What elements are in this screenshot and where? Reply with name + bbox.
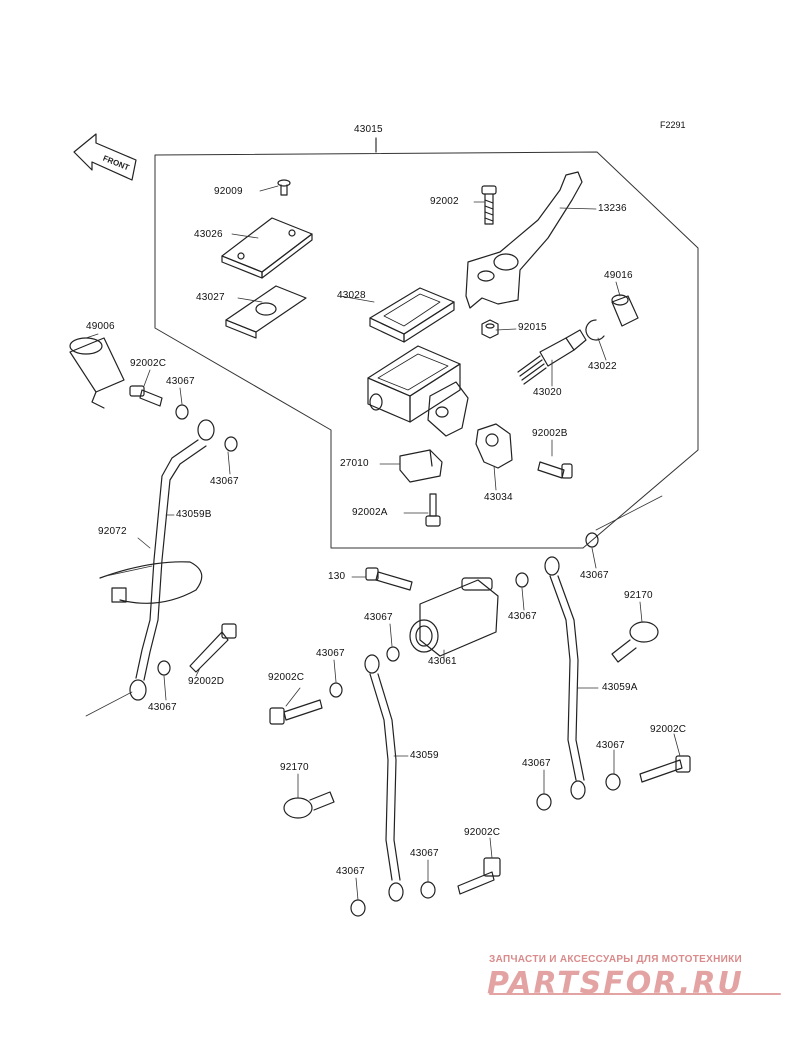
label-43067-f: 43067 xyxy=(316,648,345,659)
label-43059B: 43059B xyxy=(176,509,212,520)
label-92170-lower: 92170 xyxy=(280,762,309,773)
label-43067-c: 43067 xyxy=(580,570,609,581)
assembly-43015-frame xyxy=(154,151,699,549)
part-43067-washer-c xyxy=(157,660,171,676)
label-43026: 43026 xyxy=(194,229,223,240)
part-49006-cover xyxy=(69,337,125,409)
part-49016-boot xyxy=(611,294,639,327)
watermark-tagline: ЗАПЧАСТИ И АКСЕССУАРЫ ДЛЯ МОТОТЕХНИКИ xyxy=(489,954,742,965)
label-92002C-right: 92002C xyxy=(650,724,687,735)
label-43067-d: 43067 xyxy=(364,612,393,623)
part-43059A-hose xyxy=(544,556,586,800)
label-92002C-bottom: 92002C xyxy=(464,827,501,838)
label-43020: 43020 xyxy=(533,387,562,398)
part-130-bolt xyxy=(365,567,413,591)
part-43067-washer-i xyxy=(329,682,343,698)
part-43067-washer-a xyxy=(175,404,189,420)
part-92002D-bolt xyxy=(189,623,237,673)
part-43061-caliper xyxy=(409,577,499,657)
part-43067-washer-d xyxy=(515,572,529,588)
label-43067-g: 43067 xyxy=(148,702,177,713)
label-130: 130 xyxy=(328,571,346,582)
label-43067-a: 43067 xyxy=(166,376,195,387)
part-43059B-hose xyxy=(129,419,215,701)
part-92002C-bolt-upper-left xyxy=(129,385,163,407)
part-92170-clamp-lower xyxy=(283,791,335,819)
label-43027: 43027 xyxy=(196,292,225,303)
part-92002C-bolt-bottom xyxy=(457,857,501,895)
label-43015: 43015 xyxy=(354,124,383,135)
label-43059A: 43059A xyxy=(602,682,638,693)
part-43022-circlip xyxy=(585,319,605,341)
label-43067-k: 43067 xyxy=(410,848,439,859)
part-43067-washer-b xyxy=(224,436,238,452)
part-92002-bolt xyxy=(481,185,497,225)
label-43067-i: 43067 xyxy=(522,758,551,769)
front-arrow-icon: FRONT xyxy=(73,133,137,181)
part-92002C-bolt-mid xyxy=(269,699,323,725)
label-43022: 43022 xyxy=(588,361,617,372)
part-92002A-screw xyxy=(425,493,441,527)
part-92002B-bolt xyxy=(537,461,573,479)
part-43067-washer-e xyxy=(386,646,400,662)
part-43067-washer-f xyxy=(585,532,599,548)
part-43059-hose xyxy=(364,654,404,902)
label-43067-b: 43067 xyxy=(210,476,239,487)
part-43067-washer-j xyxy=(350,899,366,917)
figure-code: F2291 xyxy=(660,120,686,130)
label-92072: 92072 xyxy=(98,526,127,537)
label-92002C-mid: 92002C xyxy=(268,672,305,683)
part-43020-piston xyxy=(517,329,587,385)
part-92072-clamp-band xyxy=(99,561,203,604)
part-43026-cap xyxy=(221,217,313,279)
label-92009: 92009 xyxy=(214,186,243,197)
label-43028: 43028 xyxy=(337,290,366,301)
label-92002D: 92002D xyxy=(188,676,225,687)
label-43067-h: 43067 xyxy=(596,740,625,751)
part-92002C-bolt-right xyxy=(639,755,691,783)
part-27010-switch xyxy=(399,449,443,483)
label-43034: 43034 xyxy=(484,492,513,503)
part-13236-lever xyxy=(465,171,583,309)
part-43067-washer-g xyxy=(605,773,621,791)
label-92170-right: 92170 xyxy=(624,590,653,601)
label-27010: 27010 xyxy=(340,458,369,469)
label-43059: 43059 xyxy=(410,750,439,761)
label-13236: 13236 xyxy=(598,203,627,214)
part-43067-washer-h xyxy=(536,793,552,811)
label-92002A: 92002A xyxy=(352,507,388,518)
label-49006: 49006 xyxy=(86,321,115,332)
label-43061: 43061 xyxy=(428,656,457,667)
watermark-logo: PARTSFOR.RU xyxy=(487,966,744,1001)
label-92015: 92015 xyxy=(518,322,547,333)
part-43027-plate xyxy=(225,285,307,339)
label-92002B: 92002B xyxy=(532,428,568,439)
part-92015-nut xyxy=(481,319,499,339)
part-43067-washer-k xyxy=(420,881,436,899)
part-43028-diaphragm xyxy=(369,287,455,343)
label-43067-j: 43067 xyxy=(336,866,365,877)
part-43015-master-cylinder xyxy=(367,345,469,437)
part-92170-clamp-right xyxy=(611,621,659,663)
part-92009-screw xyxy=(277,179,291,196)
label-92002: 92002 xyxy=(430,196,459,207)
label-49016: 49016 xyxy=(604,270,633,281)
label-92002C-upper-left: 92002C xyxy=(130,358,167,369)
part-43034-clamp xyxy=(475,423,513,469)
label-43067-e: 43067 xyxy=(508,611,537,622)
